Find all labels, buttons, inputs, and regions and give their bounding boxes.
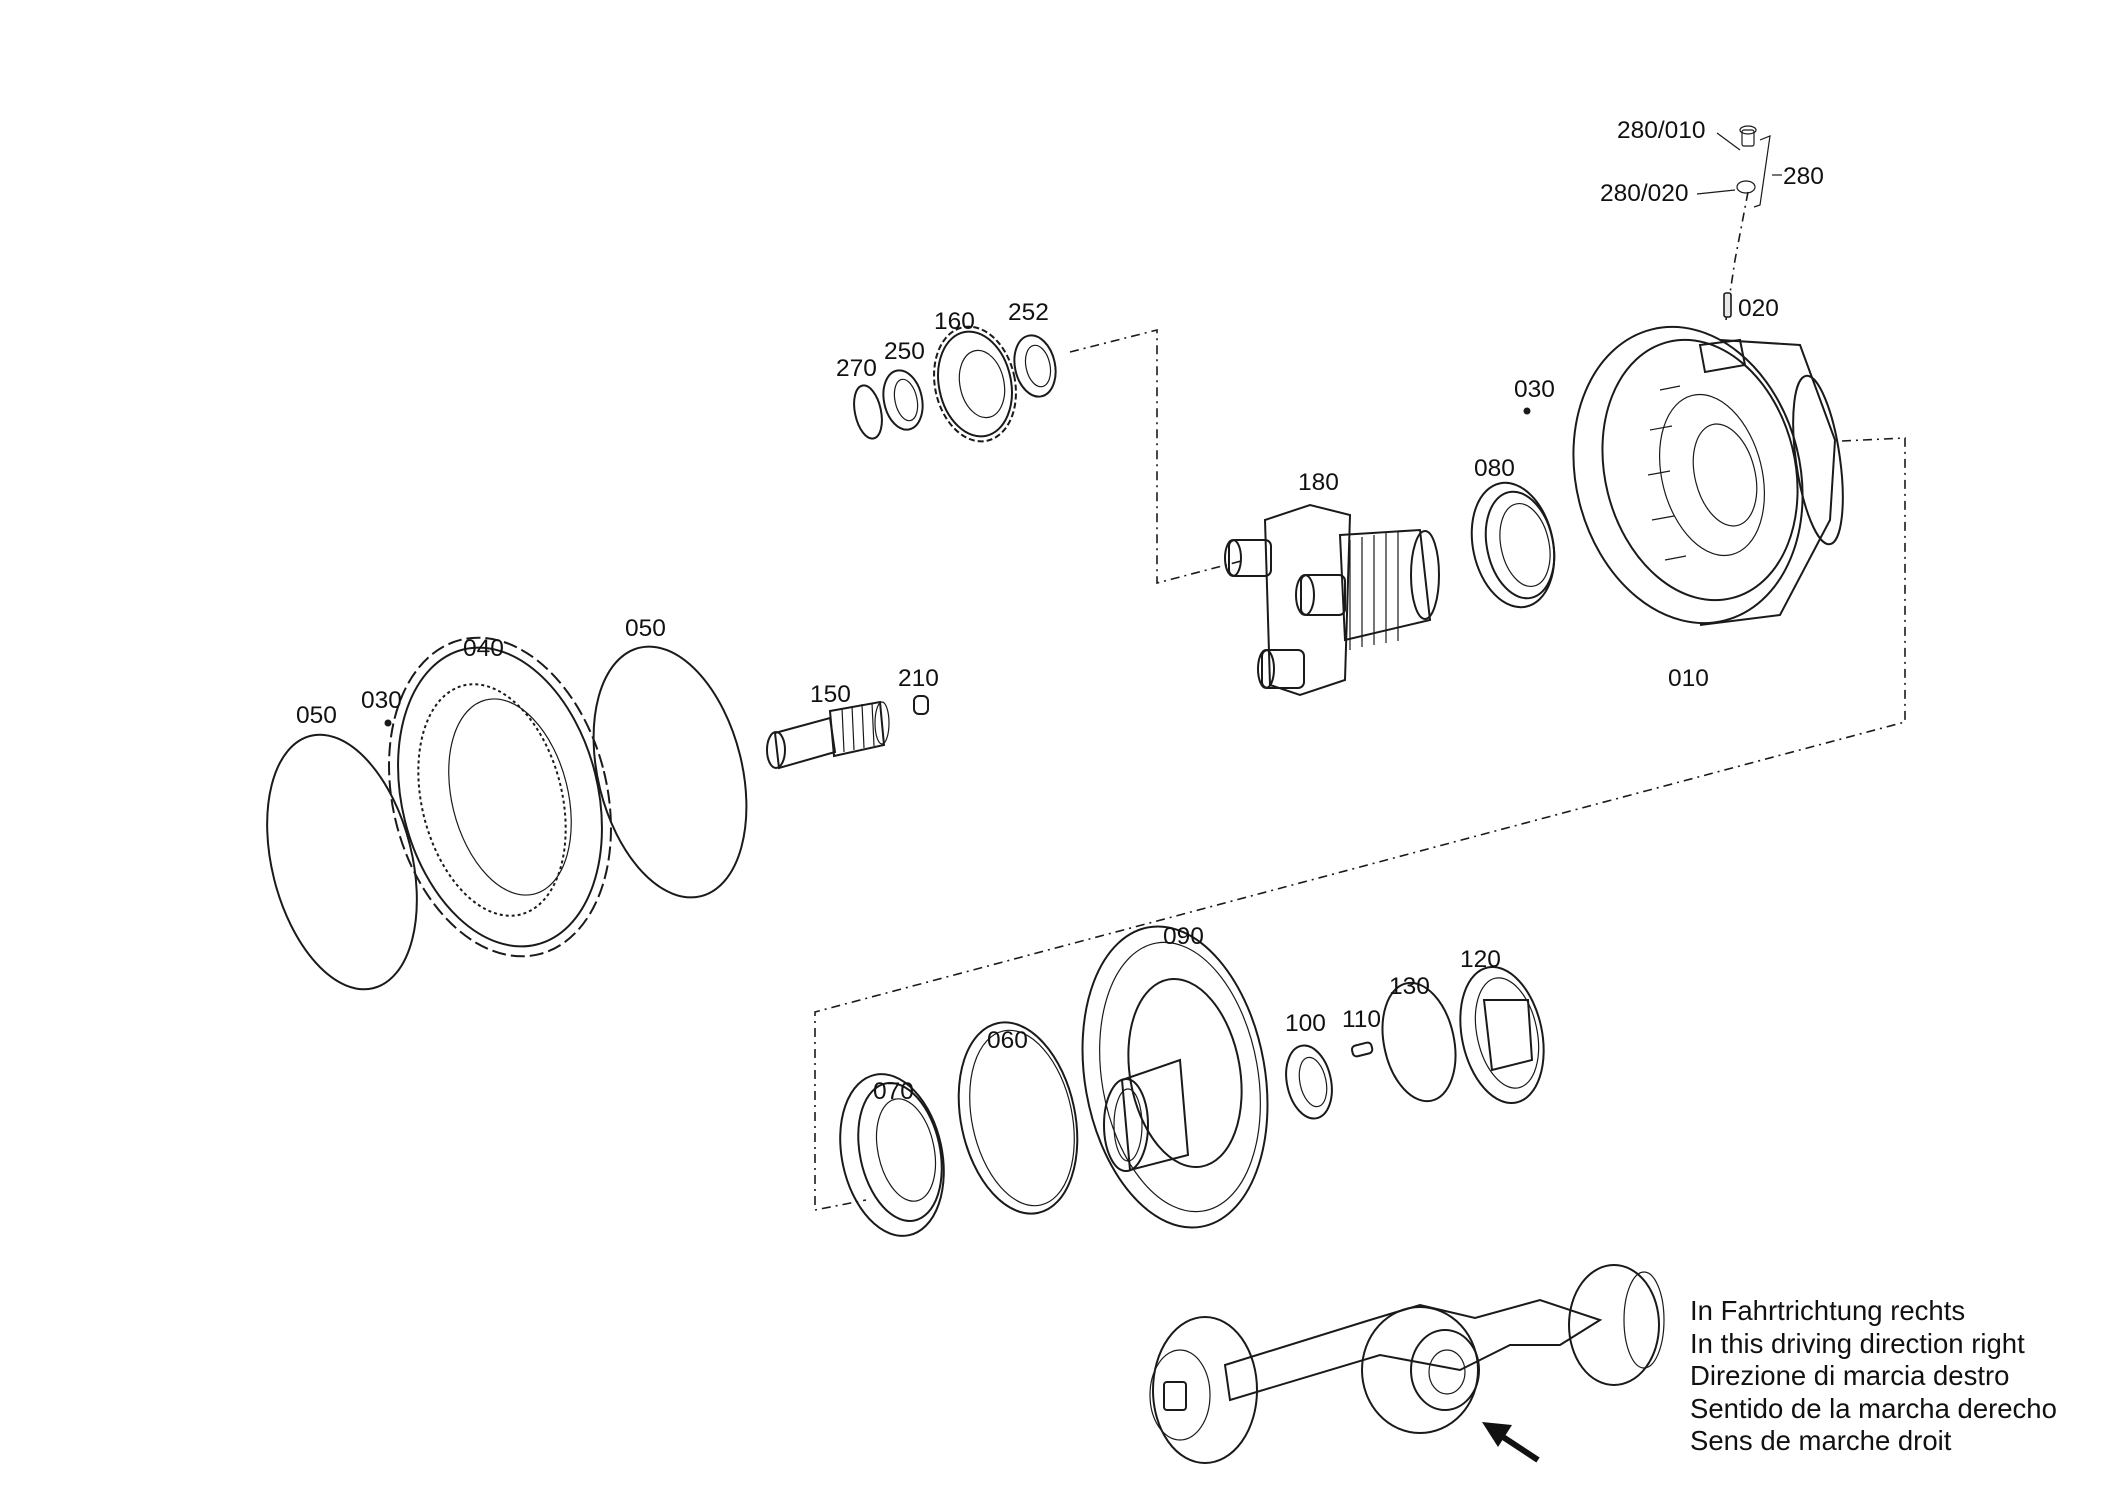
- part-020-screw-body: [1723, 292, 1732, 318]
- direction-note-it: Direzione di marcia destro: [1690, 1360, 2009, 1391]
- part-180-planet-carrier: [1224, 503, 1440, 697]
- part-090-wheel-hub: [1081, 925, 1269, 1229]
- part-040-ring-gear: [388, 636, 612, 958]
- part-010-axle-housing: [1572, 325, 1844, 626]
- callout-100: 100: [1285, 1010, 1326, 1037]
- part-270-snap-ring: [853, 384, 883, 440]
- part-280-010-valve-cap: [1739, 125, 1757, 135]
- callout-050-left: 050: [296, 702, 337, 729]
- part-210-pin: [913, 695, 929, 715]
- callout-280-020: 280/020: [1600, 180, 1689, 207]
- driving-direction-note: In Fahrtrichtung rechts In this driving …: [1690, 1295, 2057, 1456]
- part-280-valve-assembly: [1696, 125, 1782, 208]
- callout-060: 060: [987, 1027, 1028, 1054]
- leader-280-020: [1696, 189, 1736, 195]
- direction-note-de: In Fahrtrichtung rechts: [1690, 1295, 1965, 1326]
- driving-direction-arrow: [1482, 1422, 1540, 1463]
- callout-110: 110: [1342, 1006, 1381, 1033]
- part-020-screw: [1723, 292, 1732, 318]
- callout-210: 210: [898, 665, 939, 692]
- leader-280-010: [1716, 132, 1741, 151]
- part-280-010-valve-body: [1741, 129, 1755, 147]
- callout-030-top: 030: [1514, 376, 1555, 403]
- part-160-planet-gear: [933, 325, 1017, 443]
- part-150-sun-shaft: [766, 700, 890, 770]
- callout-280-010: 280/010: [1617, 117, 1706, 144]
- part-250-bearing: [882, 369, 924, 431]
- part-100-bearing: [1285, 1044, 1333, 1120]
- callout-270: 270: [836, 355, 877, 382]
- callout-020: 020: [1738, 295, 1779, 322]
- callout-070: 070: [873, 1078, 914, 1105]
- callout-130: 130: [1389, 973, 1430, 1000]
- callout-250: 250: [884, 338, 925, 365]
- part-280-bracket: [1753, 135, 1771, 208]
- callout-180: 180: [1298, 469, 1339, 496]
- part-130-circlip: [1381, 981, 1457, 1103]
- axle-overview-illustration: [1149, 1264, 1665, 1464]
- callout-280: 280: [1783, 163, 1824, 190]
- direction-note-en: In this driving direction right: [1690, 1328, 2025, 1359]
- callout-050-mid: 050: [625, 615, 666, 642]
- part-050-o-ring-mid: [592, 645, 748, 899]
- direction-note-fr: Sens de marche droit: [1690, 1425, 1952, 1456]
- part-280-020-washer: [1736, 180, 1756, 194]
- callout-030-left: 030: [361, 687, 402, 714]
- assembly-line-gears-to-carrier: [1069, 328, 1246, 585]
- callout-160: 160: [934, 308, 975, 335]
- part-030-ball-left: [384, 719, 392, 727]
- callout-252: 252: [1008, 299, 1049, 326]
- part-050-o-ring-left: [266, 733, 418, 991]
- part-060-ring: [957, 1021, 1079, 1215]
- callout-080: 080: [1474, 455, 1515, 482]
- gear-group: [853, 325, 1057, 443]
- part-070-seal: [839, 1073, 945, 1237]
- part-030-ball-top: [1523, 407, 1531, 415]
- part-110-pin: [1350, 1041, 1374, 1058]
- part-080-bearing: [1470, 481, 1556, 609]
- callout-150: 150: [810, 681, 851, 708]
- callout-labels: 280/010 280/020 280 020 030 270 250 160 …: [296, 117, 1824, 1105]
- callout-090: 090: [1163, 923, 1204, 950]
- part-252-bearing: [1013, 334, 1057, 398]
- part-120-cover: [1459, 965, 1545, 1105]
- direction-note-es: Sentido de la marcha derecho: [1690, 1393, 2057, 1424]
- callout-120: 120: [1460, 946, 1501, 973]
- callout-040: 040: [463, 635, 504, 662]
- assembly-line-housing-to-hub: [814, 437, 1906, 1211]
- callout-010: 010: [1668, 665, 1709, 692]
